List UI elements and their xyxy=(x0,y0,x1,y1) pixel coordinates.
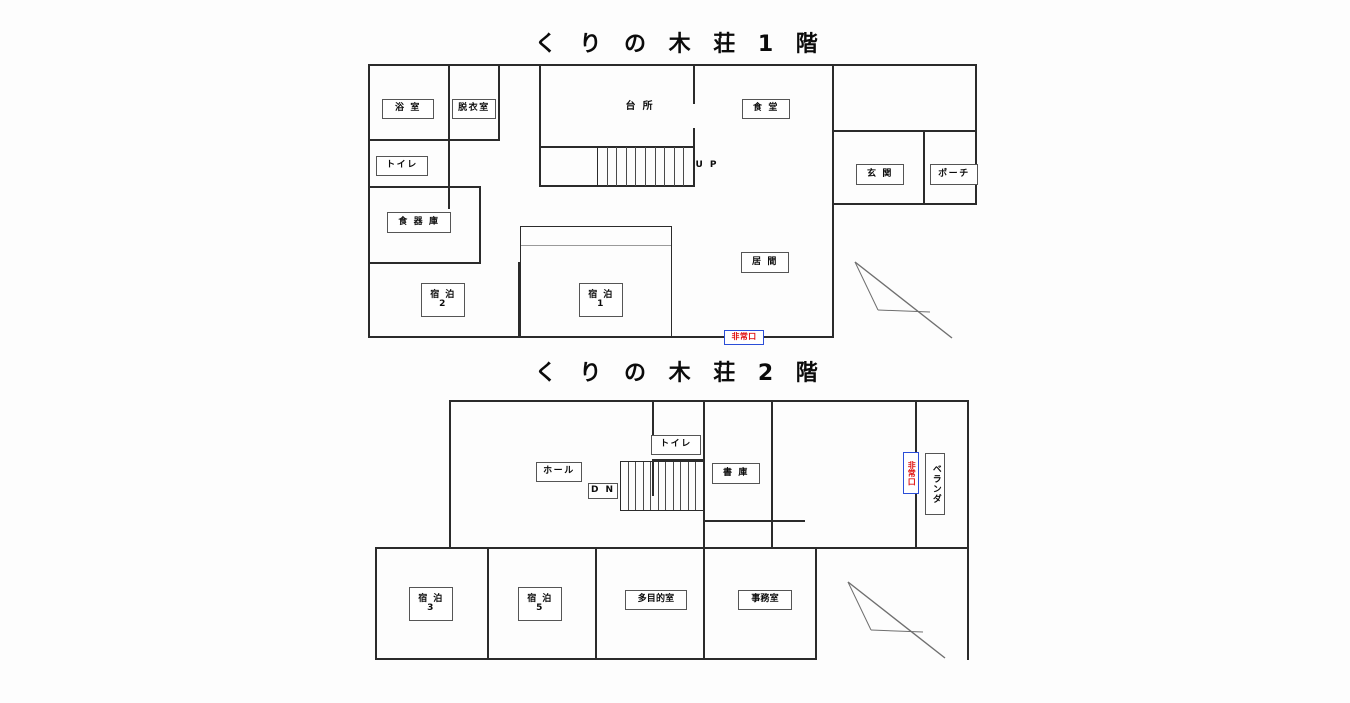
f2-label-archive: 書 庫 xyxy=(712,463,760,484)
f2-label-office: 事務室 xyxy=(738,590,792,610)
f1-wall-bath-changing xyxy=(448,64,450,141)
f2-wall-toilet-left-upper xyxy=(652,400,654,446)
f1-label-living: 居 間 xyxy=(741,252,789,273)
f1-label-porch: ポーチ xyxy=(930,164,978,185)
f2-wall-toilet-left-lower xyxy=(652,461,654,496)
f2-lodging3-number: 3 xyxy=(427,603,435,613)
f1-wall-dishstore-right xyxy=(479,186,481,264)
stair-tread xyxy=(675,147,685,186)
f1-label-changing: 脱衣室 xyxy=(452,99,496,119)
f2-stair-direction-dn: D N xyxy=(588,483,618,499)
f1-emergency-exit-marker: 非常口 xyxy=(724,330,764,345)
f1-label-kitchen: 台 所 xyxy=(625,100,655,112)
f2-label-veranda: ベランダ xyxy=(925,453,945,515)
stair-tread xyxy=(636,147,646,186)
f1-wall-kitchen-right-lower xyxy=(693,128,695,186)
f2-wall-multipurpose-office xyxy=(703,547,705,660)
f1-label-dish-store: 食 器 庫 xyxy=(387,212,451,233)
f1-label-lodging2: 宿 泊 2 xyxy=(421,283,465,317)
stair-tread xyxy=(689,462,697,510)
f2-staircase xyxy=(620,461,704,511)
stair-tread xyxy=(627,147,637,186)
f2-lodging3-name: 宿 泊 xyxy=(418,593,444,604)
f2-lodging5-number: 5 xyxy=(536,603,544,613)
f1-lodging1-number: 1 xyxy=(597,299,605,309)
stair-tread xyxy=(636,462,644,510)
f1-lodging2-number: 2 xyxy=(439,299,447,309)
stair-tread xyxy=(665,147,675,186)
f1-wall-toilet-bottom xyxy=(368,186,481,188)
f1-wall-left-outer xyxy=(368,64,370,338)
f1-wall-lodging2-right xyxy=(518,262,520,338)
f1-lodging1-room xyxy=(520,226,672,338)
f1-wall-annex-split xyxy=(832,130,977,132)
f2-wall-band-split xyxy=(375,547,969,549)
f1-lodging2-name: 宿 泊 xyxy=(430,289,456,300)
stair-tread xyxy=(651,462,659,510)
f2-wall-right-outer xyxy=(967,400,969,660)
f2-wall-lower-left xyxy=(375,547,377,660)
f1-wall-kitchen-left xyxy=(539,64,541,186)
f1-wall-changing-right xyxy=(498,64,500,141)
f1-lodging1-name: 宿 泊 xyxy=(588,289,614,300)
stair-tread xyxy=(644,462,652,510)
f2-wall-upper-left xyxy=(449,400,451,548)
stair-tread xyxy=(617,147,627,186)
f2-wall-top xyxy=(449,400,969,402)
f2-wall-archive-right xyxy=(771,400,773,548)
stair-tread xyxy=(598,147,608,186)
f1-label-lodging1: 宿 泊 1 xyxy=(579,283,623,317)
f1-north-arrow xyxy=(852,258,962,343)
f1-wall-annex-bottom xyxy=(832,203,977,205)
f2-wall-toilet-bottom xyxy=(652,459,704,461)
f1-wall-mid-right xyxy=(832,64,834,338)
f2-north-arrow xyxy=(845,578,955,663)
f2-label-lodging3: 宿 泊 3 xyxy=(409,587,453,621)
f1-label-toilet: トイレ xyxy=(376,156,428,176)
f2-lodging5-name: 宿 泊 xyxy=(527,593,553,604)
stair-tread xyxy=(629,462,637,510)
f2-label-multipurpose: 多目的室 xyxy=(625,590,687,610)
stair-tread xyxy=(666,462,674,510)
floor2-title: く り の 木 荘 2 階 xyxy=(534,361,826,386)
f1-wall-bath-bottom xyxy=(368,139,500,141)
stair-tread xyxy=(659,462,667,510)
f2-emergency-exit-marker: 非常口 xyxy=(903,452,919,494)
f1-wall-top-right xyxy=(832,64,977,66)
f2-wall-office-right xyxy=(815,547,817,660)
f1-label-entrance: 玄 関 xyxy=(856,164,904,185)
f1-wall-top-left xyxy=(368,64,834,66)
stair-tread xyxy=(656,147,666,186)
stair-tread xyxy=(674,462,682,510)
f2-wall-lodging3-lodging5 xyxy=(487,547,489,660)
f1-stair-direction-up: U P xyxy=(695,160,719,171)
f1-lodging1-inner-line xyxy=(521,245,671,246)
f2-label-lodging5: 宿 泊 5 xyxy=(518,587,562,621)
stair-tread xyxy=(621,462,629,510)
stair-tread xyxy=(696,462,703,510)
f1-staircase xyxy=(597,146,694,187)
f1-wall-kitchen-right-upper xyxy=(693,64,695,104)
f1-label-bath: 浴 室 xyxy=(382,99,434,119)
f1-wall-dishstore-bottom xyxy=(368,262,481,264)
f1-wall-entrance-porch-split xyxy=(923,130,925,205)
f2-label-toilet: トイレ xyxy=(651,435,701,455)
f1-label-dining: 食 堂 xyxy=(742,99,790,119)
f2-wall-lodging5-multipurpose xyxy=(595,547,597,660)
stair-tread xyxy=(646,147,656,186)
stair-tread xyxy=(608,147,618,186)
f1-wall-right-upper xyxy=(975,64,977,132)
floor1-title: く り の 木 荘 1 階 xyxy=(534,32,826,57)
f2-wall-toilet-right xyxy=(703,400,705,548)
f2-label-hall: ホール xyxy=(536,462,582,482)
f2-wall-archive-bottom xyxy=(703,520,805,522)
stair-tread xyxy=(681,462,689,510)
f1-wall-toilet-right xyxy=(448,139,450,209)
